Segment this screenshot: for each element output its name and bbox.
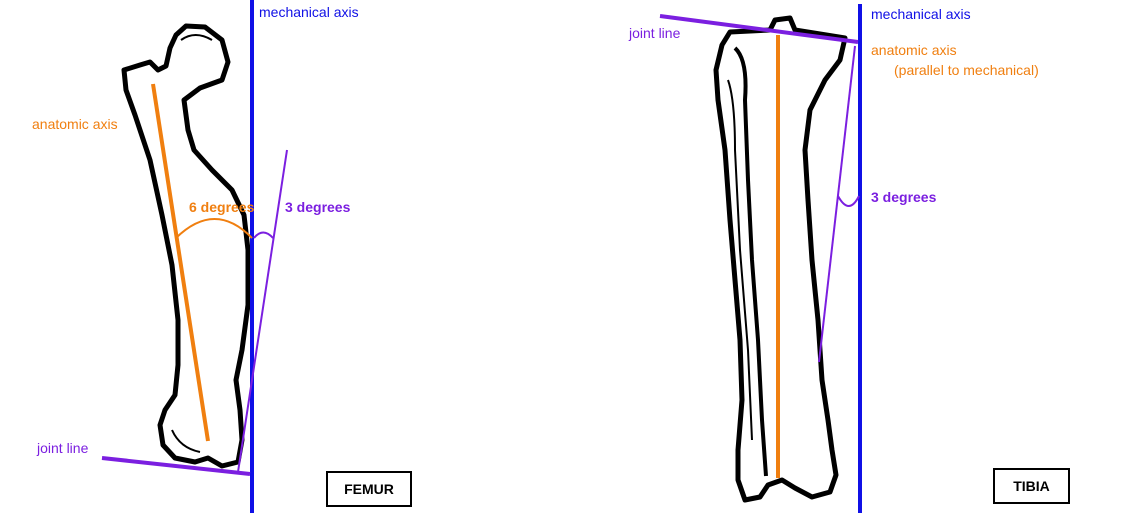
femur-drawing <box>121 23 251 469</box>
tibia-drawing <box>713 15 848 503</box>
tibia-fibula-inner-line <box>727 79 753 441</box>
tibia-joint-line-label: joint line <box>629 25 681 41</box>
femur-joint-angle-arc <box>253 231 274 239</box>
femur-joint-line-label: joint line <box>37 440 89 456</box>
femur-head-inner-shading <box>180 34 213 41</box>
tibia-bone-outline <box>713 15 848 503</box>
tibia-joint-angle-arc <box>837 195 860 207</box>
femur-bone-outline <box>121 23 251 469</box>
femur-condyle-inner-shading <box>171 429 201 453</box>
tibia-joint-line <box>659 14 859 44</box>
femur-anatomic-angle-arc <box>175 218 253 239</box>
tibia-joint-angle-label: 3 degrees <box>871 189 937 205</box>
tibia-anatomic-axis-note: (parallel to mechanical) <box>894 62 1039 78</box>
tibia-joint-perpendicular-line <box>818 45 856 363</box>
femur-joint-perpendicular-line <box>237 149 288 473</box>
femur-anatomic-angle-label: 6 degrees <box>189 199 255 215</box>
tibia-title-box: TIBIA <box>993 468 1070 504</box>
femur-anatomic-axis-label: anatomic axis <box>32 116 118 132</box>
femur-joint-angle-label: 3 degrees <box>285 199 351 215</box>
femur-title-box: FEMUR <box>326 471 412 507</box>
femur-joint-line <box>101 456 251 476</box>
femur-anatomic-axis-line <box>151 83 210 442</box>
tibia-anatomic-axis-label: anatomic axis <box>871 42 957 58</box>
tibia-mechanical-axis-label: mechanical axis <box>871 6 971 22</box>
tibia-fibula-outline <box>733 46 768 477</box>
femur-mechanical-axis-label: mechanical axis <box>259 4 359 20</box>
